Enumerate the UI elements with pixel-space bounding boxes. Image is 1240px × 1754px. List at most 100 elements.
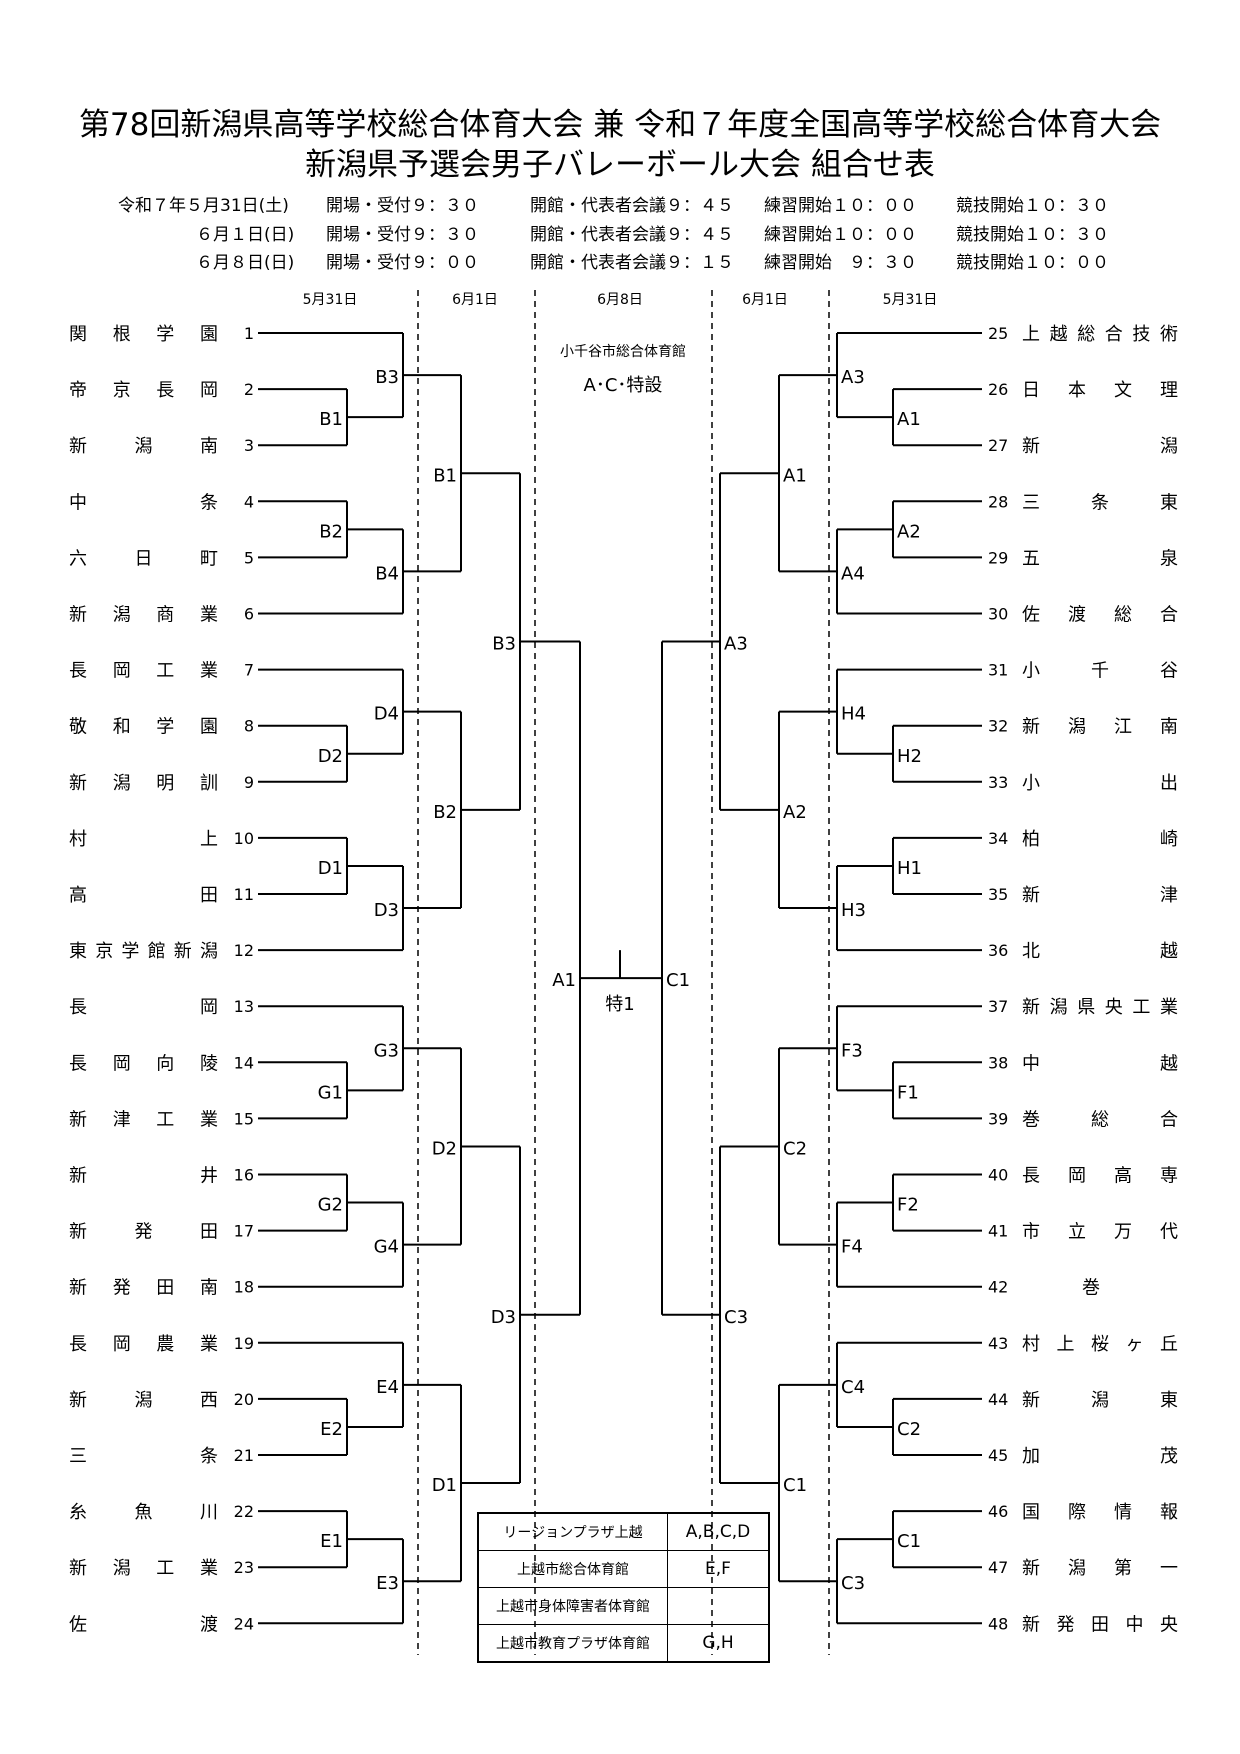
team-number: 6 <box>244 605 254 624</box>
venue-name: リージョンプラザ上越 <box>477 1512 668 1551</box>
team-name: 東京学館新潟 <box>69 941 218 962</box>
team-number: 33 <box>988 773 1008 792</box>
match-label: F1 <box>897 1082 919 1103</box>
team-name: 新津工業 <box>69 1109 218 1130</box>
title-line-2: 新潟県予選会男子バレーボール大会 組合せ表 <box>305 147 935 183</box>
team-name: 長岡 <box>69 997 218 1018</box>
match-label: A1 <box>552 970 576 991</box>
team-name: 村上桜ヶ丘 <box>1022 1334 1178 1355</box>
date-header: 6月1日 <box>452 292 498 308</box>
match-label: G3 <box>374 1040 399 1061</box>
match-label: C3 <box>841 1573 865 1594</box>
team-name: 関根学園 <box>69 324 218 345</box>
match-label: H4 <box>841 704 866 725</box>
team-name: 六日町 <box>69 548 218 569</box>
team-name: 新発田中央 <box>1022 1614 1178 1635</box>
match-label: F3 <box>841 1040 863 1061</box>
team-name: 糸魚川 <box>69 1502 218 1523</box>
venue-courts: G,H <box>667 1624 770 1663</box>
team-name: 中条 <box>69 492 218 513</box>
match-label: D3 <box>491 1307 516 1328</box>
team-name: 巻 <box>1082 1278 1100 1299</box>
match-label: D2 <box>318 746 343 767</box>
date-header: 5月31日 <box>883 292 938 308</box>
team-number: 28 <box>988 492 1008 511</box>
venue-row: リージョンプラザ上越 A,B,C,D <box>477 1512 770 1551</box>
team-number: 21 <box>234 1446 254 1465</box>
match-label: A3 <box>724 634 748 655</box>
match-label: D4 <box>374 704 399 725</box>
team-number: 3 <box>244 436 254 455</box>
team-name: 新潟第一 <box>1022 1558 1178 1579</box>
team-name: 北越 <box>1022 941 1178 962</box>
team-number: 10 <box>234 829 254 848</box>
team-number: 38 <box>988 1053 1008 1072</box>
team-number: 19 <box>234 1334 254 1353</box>
schedule-date: ６月１日(日) <box>196 225 295 245</box>
team-name: 敬和学園 <box>69 717 218 738</box>
match-label: E4 <box>376 1377 399 1398</box>
match-label: C1 <box>666 970 690 991</box>
team-number: 45 <box>988 1446 1008 1465</box>
team-number: 27 <box>988 436 1008 455</box>
team-number: 41 <box>988 1222 1008 1241</box>
team-name: 新潟県央工業 <box>1022 997 1178 1018</box>
team-number: 23 <box>234 1558 254 1577</box>
venue-courts: E,F <box>667 1550 770 1588</box>
team-name: 新井 <box>69 1166 218 1187</box>
team-name: 小千谷 <box>1022 661 1178 682</box>
team-number: 35 <box>988 885 1008 904</box>
venue-courts <box>667 1587 770 1625</box>
team-number: 44 <box>988 1390 1008 1409</box>
team-number: 43 <box>988 1334 1008 1353</box>
match-label: C1 <box>897 1531 921 1552</box>
schedule-meeting: 開館・代表者会議９：４５ <box>530 225 734 245</box>
team-name: 巻総合 <box>1022 1109 1178 1130</box>
team-number: 32 <box>988 717 1008 736</box>
team-name: 長岡向陵 <box>69 1053 218 1074</box>
team-name: 新潟南 <box>69 436 218 457</box>
team-number: 22 <box>234 1502 254 1521</box>
team-number: 34 <box>988 829 1008 848</box>
team-number: 40 <box>988 1166 1008 1185</box>
schedule-practice: 練習開始 ９：３０ <box>764 253 917 273</box>
team-name: 新潟商業 <box>69 605 218 626</box>
schedule-date: 令和７年５月31日(土) <box>118 196 289 216</box>
match-label: C2 <box>783 1138 807 1159</box>
final-venue-name: 小千谷市総合体育館 <box>560 343 686 360</box>
team-number: 31 <box>988 661 1008 680</box>
match-label: G2 <box>318 1195 343 1216</box>
match-label: G1 <box>318 1082 343 1103</box>
team-number: 42 <box>988 1278 1008 1297</box>
team-name: 新津 <box>1022 885 1178 906</box>
team-name: 新潟工業 <box>69 1558 218 1579</box>
venue-name: 上越市身体障害者体育館 <box>477 1587 668 1625</box>
team-name: 三条 <box>69 1446 218 1467</box>
team-name: 長岡高専 <box>1022 1166 1178 1187</box>
team-number: 25 <box>988 324 1008 343</box>
final-venue-courts: A･C･特設 <box>584 375 663 396</box>
team-name: 新潟西 <box>69 1390 218 1411</box>
venue-row: 上越市教育プラザ体育館 G,H <box>477 1624 770 1663</box>
venue-courts: A,B,C,D <box>667 1512 770 1551</box>
match-label: B3 <box>375 367 399 388</box>
match-label: B2 <box>433 802 457 823</box>
team-number: 12 <box>234 941 254 960</box>
match-label: A2 <box>897 521 921 542</box>
team-name: 小出 <box>1022 773 1178 794</box>
team-number: 5 <box>244 548 254 567</box>
schedule-open: 開場・受付９：３０ <box>326 196 479 216</box>
title-line-1: 第78回新潟県高等学校総合体育大会 兼 令和７年度全国高等学校総合体育大会 <box>78 107 1162 143</box>
team-name: 五泉 <box>1022 548 1178 569</box>
team-name: 加茂 <box>1022 1446 1178 1467</box>
team-number: 30 <box>988 605 1008 624</box>
match-label: B1 <box>319 409 343 430</box>
match-label: F2 <box>897 1195 919 1216</box>
team-number: 29 <box>988 548 1008 567</box>
team-number: 1 <box>244 324 254 343</box>
team-name: 長岡工業 <box>69 661 218 682</box>
team-number: 2 <box>244 380 254 399</box>
team-name: 国際情報 <box>1022 1502 1178 1523</box>
match-label: G4 <box>374 1237 399 1258</box>
match-label: D2 <box>432 1138 457 1159</box>
